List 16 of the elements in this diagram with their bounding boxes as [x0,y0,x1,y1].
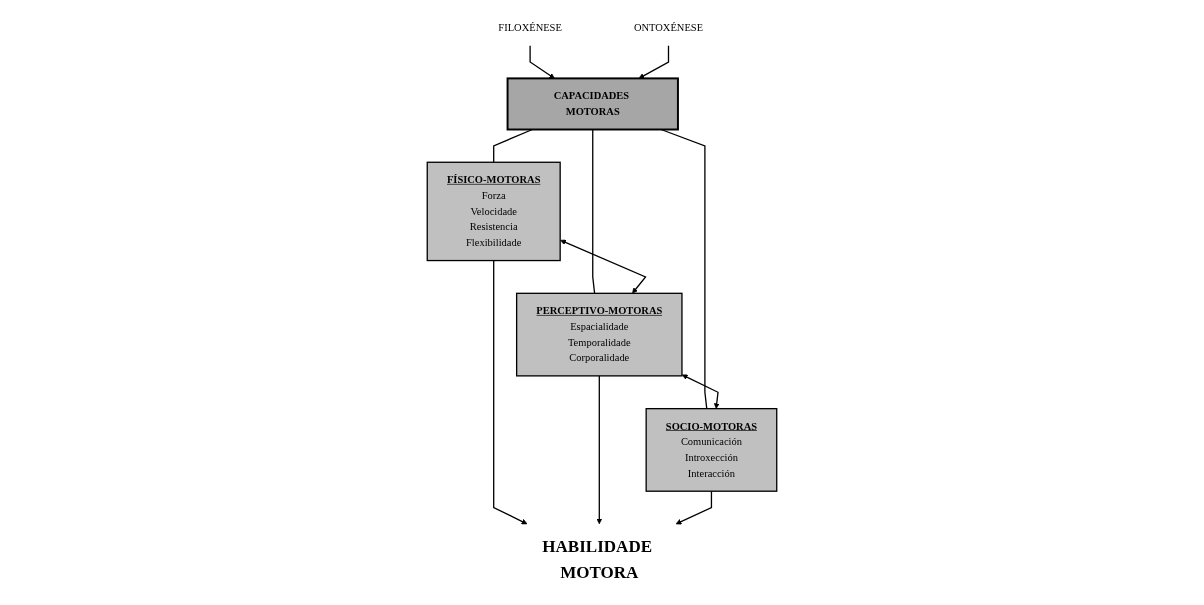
connector [592,128,596,294]
arrow [493,259,528,525]
node-box: PERCEPTIVO-MOTORAS Espacialidade Temporalidade Corporalidade [516,292,683,377]
arrow [596,375,603,525]
node-text: HABILIDADE MOTORA [542,537,653,582]
arrow [675,490,713,525]
node-box: CAPACIDADES MOTORAS [506,77,679,131]
arrow [560,239,647,294]
node-box: SOCIO-MOTORAS Comunicación Introxección Interacción [645,408,778,492]
node-text: FILOXÉNESE [498,22,562,34]
arrow [529,44,555,79]
connector [660,128,708,410]
node-box: FÍSICO-MOTORAS Forza Velocidade Resistencia Flexibilidade [426,161,561,262]
node-text: ONTOXÉNESE [633,22,704,34]
arrow [681,374,720,409]
arrow [638,44,670,79]
